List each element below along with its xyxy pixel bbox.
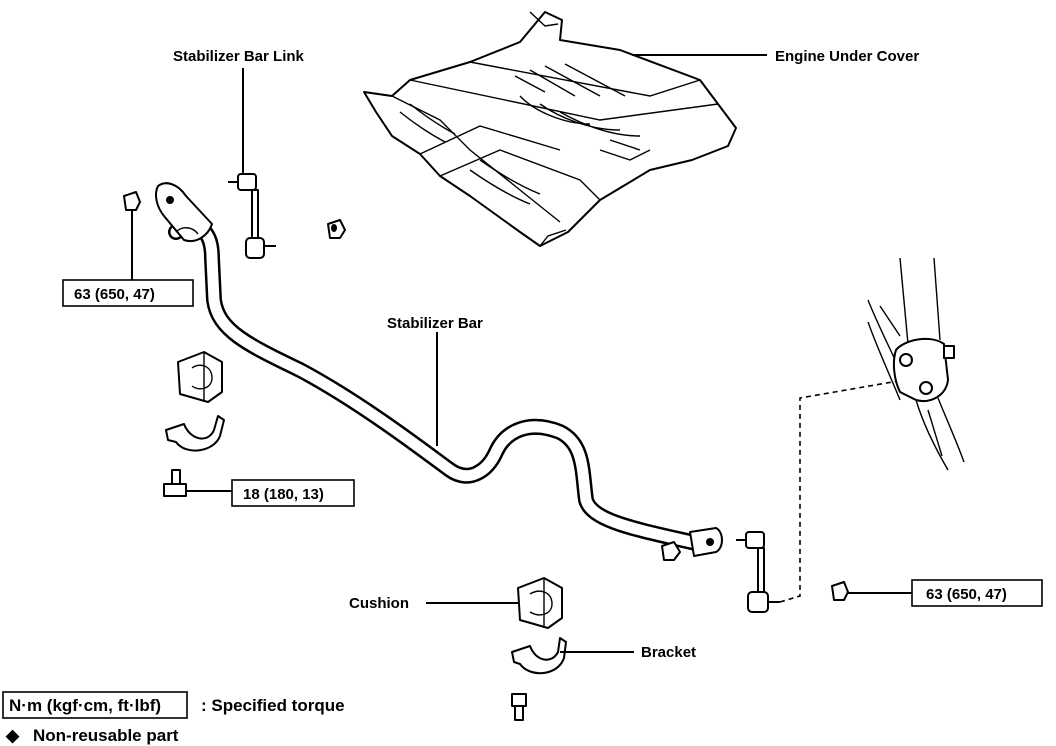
nut-small-lower <box>661 541 681 561</box>
torque-box-bracket <box>231 479 355 507</box>
cushion-right <box>517 577 563 629</box>
legend-unit: N·m (kgf·cm, ft·lbf) <box>9 696 161 715</box>
bracket-right <box>511 637 567 675</box>
torque-bracket-bolt: 18 (180, 13) <box>243 486 324 503</box>
torque-box-left <box>62 279 194 307</box>
stabilizer-bar-link-right <box>736 531 780 613</box>
nut-right <box>831 581 849 601</box>
nut-left <box>123 191 141 211</box>
legend-non-reusable: Non-reusable part <box>33 726 179 745</box>
bracket-left <box>165 415 225 452</box>
label-cushion: Cushion <box>349 595 409 612</box>
torque-link-nut-right: 63 (650, 47) <box>926 586 1007 603</box>
nut-small-upper <box>327 219 346 239</box>
legend-unit-box <box>2 691 188 719</box>
cushion-left <box>177 351 223 403</box>
label-engine-under-cover: Engine Under Cover <box>775 48 919 65</box>
bolt-right <box>511 693 527 721</box>
legend-bullet-icon: ◆ <box>5 726 20 745</box>
stabilizer-bar-link-left <box>228 173 276 259</box>
engine-under-cover-drawing <box>363 11 737 247</box>
bolt-left <box>163 469 232 497</box>
torque-box-right <box>911 579 1043 607</box>
stabilizer-bar <box>155 182 723 557</box>
label-stabilizer-bar: Stabilizer Bar <box>387 315 483 332</box>
label-stabilizer-bar-link: Stabilizer Bar Link <box>173 48 305 65</box>
strut-assembly <box>867 257 965 471</box>
torque-link-nut-left: 63 (650, 47) <box>74 286 155 303</box>
legend-unit-description: : Specified torque <box>201 696 345 715</box>
label-bracket: Bracket <box>641 644 696 661</box>
